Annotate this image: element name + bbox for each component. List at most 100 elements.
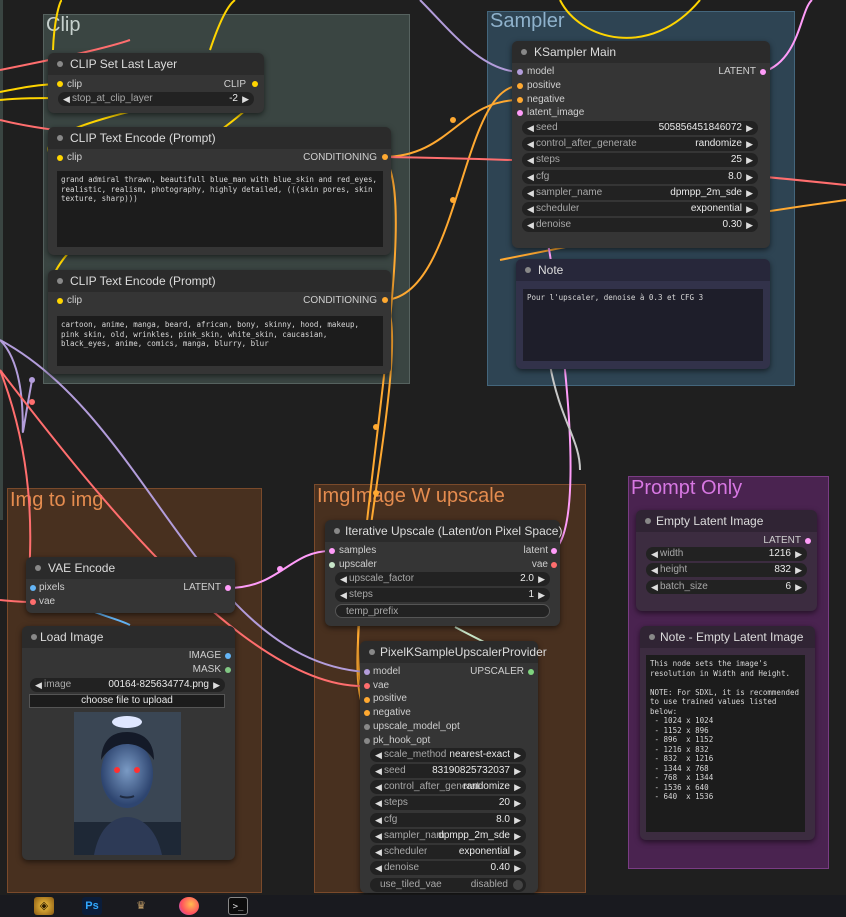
collapse-dot[interactable]: [334, 528, 340, 534]
height-widget[interactable]: ◀ height 832 ▶: [646, 563, 807, 577]
node-header[interactable]: VAE Encode: [26, 557, 235, 579]
collapse-dot[interactable]: [57, 135, 63, 141]
input-clip-dot[interactable]: [57, 298, 63, 304]
output-conditioning-dot[interactable]: [382, 154, 388, 160]
collapse-dot[interactable]: [525, 267, 531, 273]
control-after-generate-widget[interactable]: ◀ control_after_generate randomize ▶: [522, 137, 758, 151]
cfg-widget[interactable]: ◀ cfg 8.0 ▶: [370, 813, 526, 827]
collapse-dot[interactable]: [645, 518, 651, 524]
increment-arrow[interactable]: ▶: [795, 582, 802, 592]
decrement-arrow[interactable]: ◀: [527, 155, 534, 165]
node-header[interactable]: Iterative Upscale (Latent/on Pixel Space…: [325, 520, 562, 542]
increment-arrow[interactable]: ▶: [746, 220, 753, 230]
denoise-widget[interactable]: ◀ denoise 0.40 ▶: [370, 861, 526, 875]
decrement-arrow[interactable]: ◀: [375, 798, 382, 808]
scale-method-widget[interactable]: ◀ scale_method nearest-exact ▶: [370, 748, 526, 762]
upscale-factor-widget[interactable]: ◀ upscale_factor 2.0 ▶: [335, 572, 550, 586]
seed-widget[interactable]: ◀ seed 83190825732037 ▶: [370, 764, 526, 778]
increment-arrow[interactable]: ▶: [242, 94, 249, 104]
increment-arrow[interactable]: ▶: [514, 831, 521, 841]
increment-arrow[interactable]: ▶: [538, 590, 545, 600]
positive-prompt-textarea[interactable]: grand admiral thrawn, beautifull blue_ma…: [57, 171, 383, 247]
scheduler-widget[interactable]: ◀ scheduler exponential ▶: [522, 202, 758, 216]
input-upscaler-dot[interactable]: [329, 562, 335, 568]
input-vae-dot[interactable]: [30, 599, 36, 605]
increment-arrow[interactable]: ▶: [746, 172, 753, 182]
node-note-empty-latent[interactable]: Note - Empty Latent Image This node sets…: [640, 626, 815, 840]
increment-arrow[interactable]: ▶: [514, 815, 521, 825]
decrement-arrow[interactable]: ◀: [375, 831, 382, 841]
decrement-arrow[interactable]: ◀: [527, 220, 534, 230]
toggle-knob[interactable]: [513, 880, 523, 890]
note-textarea[interactable]: Pour l'upscaler, denoise à 0.3 et CFG 3: [523, 289, 763, 361]
node-header[interactable]: CLIP Set Last Layer: [48, 53, 264, 75]
collapse-dot[interactable]: [521, 49, 527, 55]
node-empty-latent-image[interactable]: Empty Latent Image LATENT ◀ width 1216 ▶…: [636, 510, 817, 611]
decrement-arrow[interactable]: ◀: [527, 139, 534, 149]
decrement-arrow[interactable]: ◀: [527, 172, 534, 182]
photoshop-icon[interactable]: Ps: [82, 897, 102, 915]
steps-widget[interactable]: ◀ steps 25 ▶: [522, 153, 758, 167]
input-model-dot[interactable]: [364, 669, 370, 675]
input-positive-dot[interactable]: [364, 697, 370, 703]
sampler-name-widget[interactable]: ◀ sampler_name dpmpp_2m_sde ▶: [370, 829, 526, 843]
node-iterative-upscale[interactable]: Iterative Upscale (Latent/on Pixel Space…: [325, 520, 562, 626]
input-samples-dot[interactable]: [329, 548, 335, 554]
increment-arrow[interactable]: ▶: [795, 549, 802, 559]
node-header[interactable]: CLIP Text Encode (Prompt): [48, 127, 391, 149]
increment-arrow[interactable]: ▶: [538, 574, 545, 584]
sampler-name-widget[interactable]: ◀ sampler_name dpmpp_2m_sde ▶: [522, 186, 758, 200]
decrement-arrow[interactable]: ◀: [375, 782, 382, 792]
input-negative-dot[interactable]: [517, 97, 523, 103]
input-negative-dot[interactable]: [364, 710, 370, 716]
note-empty-latent-textarea[interactable]: This node sets the image's resolution in…: [646, 655, 805, 832]
firefox-icon[interactable]: [179, 897, 199, 915]
node-note[interactable]: Note Pour l'upscaler, denoise à 0.3 et C…: [516, 259, 770, 369]
cfg-widget[interactable]: ◀ cfg 8.0 ▶: [522, 170, 758, 184]
stop-at-clip-layer-widget[interactable]: ◀ stop_at_clip_layer -2 ▶: [58, 92, 254, 106]
collapse-dot[interactable]: [649, 634, 655, 640]
increment-arrow[interactable]: ▶: [746, 123, 753, 133]
decrement-arrow[interactable]: ◀: [375, 847, 382, 857]
collapse-dot[interactable]: [57, 61, 63, 67]
decrement-arrow[interactable]: ◀: [527, 188, 534, 198]
diablo-icon[interactable]: ♛: [136, 900, 146, 912]
increment-arrow[interactable]: ▶: [746, 155, 753, 165]
increment-arrow[interactable]: ▶: [514, 863, 521, 873]
temp-prefix-input[interactable]: temp_prefix: [335, 604, 550, 618]
node-header[interactable]: CLIP Text Encode (Prompt): [48, 270, 391, 292]
negative-prompt-textarea[interactable]: cartoon, anime, manga, beard, african, b…: [57, 316, 383, 366]
batch-size-widget[interactable]: ◀ batch_size 6 ▶: [646, 580, 807, 594]
decrement-arrow[interactable]: ◀: [375, 815, 382, 825]
decrement-arrow[interactable]: ◀: [340, 590, 347, 600]
width-widget[interactable]: ◀ width 1216 ▶: [646, 547, 807, 561]
decrement-arrow[interactable]: ◀: [651, 565, 658, 575]
terminal-icon[interactable]: >_: [228, 897, 248, 915]
increment-arrow[interactable]: ▶: [514, 782, 521, 792]
decrement-arrow[interactable]: ◀: [340, 574, 347, 584]
decrement-arrow[interactable]: ◀: [527, 123, 534, 133]
decrement-arrow[interactable]: ◀: [35, 680, 42, 690]
output-upscaler-dot[interactable]: [528, 669, 534, 675]
node-ksampler-main[interactable]: KSampler Main model positive negative la…: [512, 41, 770, 248]
increment-arrow[interactable]: ▶: [795, 565, 802, 575]
decrement-arrow[interactable]: ◀: [375, 750, 382, 760]
upload-button[interactable]: choose file to upload: [29, 694, 225, 708]
increment-arrow[interactable]: ▶: [746, 188, 753, 198]
output-clip-dot[interactable]: [252, 81, 258, 87]
input-positive-dot[interactable]: [517, 83, 523, 89]
node-header[interactable]: Empty Latent Image: [636, 510, 817, 532]
denoise-widget[interactable]: ◀ denoise 0.30 ▶: [522, 218, 758, 232]
node-vae-encode[interactable]: VAE Encode pixels vae LATENT: [26, 557, 235, 613]
output-latent-dot[interactable]: [225, 585, 231, 591]
node-pixel-ksample-upscaler[interactable]: PixelKSampleUpscalerProvider model vae p…: [360, 641, 547, 893]
decrement-arrow[interactable]: ◀: [375, 863, 382, 873]
input-clip-dot[interactable]: [57, 81, 63, 87]
output-latent-dot[interactable]: [760, 69, 766, 75]
output-latent-dot[interactable]: [551, 548, 557, 554]
steps-widget[interactable]: ◀ steps 20 ▶: [370, 796, 526, 810]
output-conditioning-dot[interactable]: [382, 297, 388, 303]
input-vae-dot[interactable]: [364, 683, 370, 689]
input-latent-dot[interactable]: [517, 110, 523, 116]
